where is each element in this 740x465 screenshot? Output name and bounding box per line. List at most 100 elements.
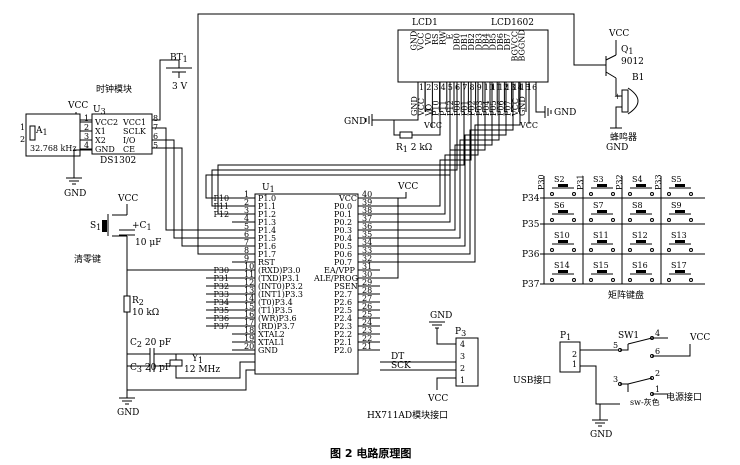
lcd-pin-rs: RS — [431, 33, 440, 45]
ds1302-pin-num: 1 — [84, 114, 89, 123]
clock-vcc-label: VCC — [67, 101, 88, 111]
hx711-ref: P3 — [455, 327, 466, 338]
mcu-pin-num: 16 — [244, 310, 254, 319]
key-ref: S13 — [671, 231, 687, 240]
mcu-pin-num: 40 — [362, 190, 372, 199]
buzzer-gnd-label: GND — [606, 143, 628, 153]
battery-ref: BT1 — [170, 53, 188, 64]
mcu-pin-num: 7 — [244, 238, 249, 247]
buzzer-label: 蜂鸣器 — [610, 131, 637, 143]
keypad-row-label: P34 — [522, 194, 540, 204]
mcu-pin-name: P0.6 — [334, 250, 352, 259]
lcd-pin-num: 2 — [426, 83, 431, 92]
mcu-pin-num: 2 — [244, 198, 249, 207]
reset-cap-ref: +C1 — [132, 221, 152, 232]
transistor-model: 9012 — [621, 57, 644, 67]
mcu-pin-name: P0.1 — [334, 210, 352, 219]
mcu-pin-name: GND — [258, 346, 278, 355]
mcu-pin-num: 27 — [362, 294, 372, 303]
keypad-row-label: P35 — [522, 220, 540, 230]
lcd-pin-num: 1 — [419, 83, 424, 92]
reset-circuit: VCC S1 +C1 10 μF 清零键 R2 10 kΩ — [74, 194, 255, 398]
mcu-pin-name: (RD)P3.7 — [258, 322, 295, 331]
usb-ref: P1 — [560, 331, 571, 342]
mcu-pin-name: P2.7 — [334, 290, 352, 299]
crystal-a1-value: 32.768 kHz — [30, 144, 77, 153]
mcu-pin-name: P0.0 — [334, 202, 352, 211]
mcu-pin-num: 20 — [244, 342, 254, 351]
pot-ref: R1 2 kΩ — [396, 143, 432, 154]
hx711-pin-num: 2 — [460, 364, 465, 373]
mcu-pin-name: P1.2 — [258, 210, 276, 219]
lcd-pin-bggnd: BGGND — [518, 29, 527, 61]
switch-pin-num: 4 — [655, 329, 660, 338]
lcd-pin-num: 12 — [498, 83, 508, 92]
lcd-net-label: P11 — [439, 100, 448, 116]
mcu-pin-name: P2.4 — [334, 314, 352, 323]
mcu-pin-name: P2.5 — [334, 306, 352, 315]
potentiometer-r1 — [399, 131, 413, 139]
reset-button — [102, 220, 107, 232]
mcu-pin-num: 18 — [244, 326, 254, 335]
c3-label: C3 20 pF — [130, 363, 171, 374]
mcu-pin-num: 39 — [362, 198, 372, 207]
keypad-col-label: P30 — [537, 174, 546, 190]
mcu-pin-name: P1.6 — [258, 242, 276, 251]
buzzer-vcc-label: VCC — [608, 29, 629, 39]
mcu-pin-num: 4 — [244, 214, 249, 223]
lcd-pin-num: 8 — [469, 83, 474, 92]
mcu-pin-name: P2.1 — [334, 338, 352, 347]
key-ref: S11 — [593, 231, 609, 240]
lcd-net-label: P00 — [453, 100, 462, 116]
buzzer-body — [621, 89, 629, 113]
lcd-pin-db2: DB2 — [467, 33, 476, 50]
mcu-pin-name: P2.0 — [334, 346, 352, 355]
reset-vcc-label: VCC — [117, 194, 138, 204]
mcu-pin-num: 22 — [362, 334, 372, 343]
lcd-ref: LCD1 — [412, 18, 438, 28]
ds1302-pin-name: VCC2 — [94, 118, 118, 127]
mcu-pin-name: P2.2 — [334, 330, 352, 339]
keypad-label: 矩阵键盘 — [608, 289, 644, 301]
lcd-pin-num: 6 — [455, 83, 460, 92]
lcd-pin-num: 11 — [491, 83, 501, 92]
ds1302-chip — [91, 113, 153, 155]
mcu-pin-name: (TXD)P3.1 — [258, 274, 300, 283]
svg-text:2: 2 — [20, 135, 25, 144]
lcd-pin-num: 16 — [527, 83, 537, 92]
figure-caption: 图 2 电路原理图 — [330, 446, 411, 460]
switch-label: sw-灰色 — [630, 397, 660, 407]
ds1302-pin-name: SCLK — [123, 127, 147, 136]
mcu-pin-num: 33 — [362, 246, 372, 255]
power-label: 电源接口 — [666, 391, 702, 403]
key-ref: S5 — [671, 175, 682, 184]
svg-text:1: 1 — [20, 123, 25, 132]
switch-pin-num: 2 — [655, 369, 660, 378]
key-ref: S17 — [671, 261, 687, 270]
crystal-y1 — [169, 359, 183, 367]
mcu-pin-num: 34 — [362, 238, 372, 247]
lcd-net-label: P06 — [496, 100, 505, 116]
lcd-pin-db3: DB3 — [474, 33, 483, 50]
mcu-pin-name: P1.4 — [258, 226, 276, 235]
lcd-pin-vcc: VCC — [417, 32, 426, 51]
hx711-pin-num: 1 — [460, 376, 465, 385]
hx711-label: HX711AD模块接口 — [367, 409, 448, 421]
mcu-pin-num: 38 — [362, 206, 372, 215]
buzzer-ref: B1 — [632, 73, 644, 83]
clock-gnd-label: GND — [64, 189, 86, 199]
lcd-net-label: P03 — [475, 100, 484, 116]
mcu-pin-name: P0.7 — [334, 258, 352, 267]
mcu-pin-num: 31 — [362, 262, 372, 271]
mcu-pin-num: 12 — [244, 278, 254, 287]
key-ref: S4 — [632, 175, 643, 184]
lcd-pin-gnd: GND — [410, 31, 419, 51]
lcd-pin-num: 14 — [513, 83, 523, 92]
keypad-col-label: P31 — [576, 174, 585, 190]
mcu-pin-num: 26 — [362, 302, 372, 311]
lcd-gnd-label: GND — [344, 117, 366, 127]
mcu-pin-name: XTAL1 — [258, 338, 285, 347]
